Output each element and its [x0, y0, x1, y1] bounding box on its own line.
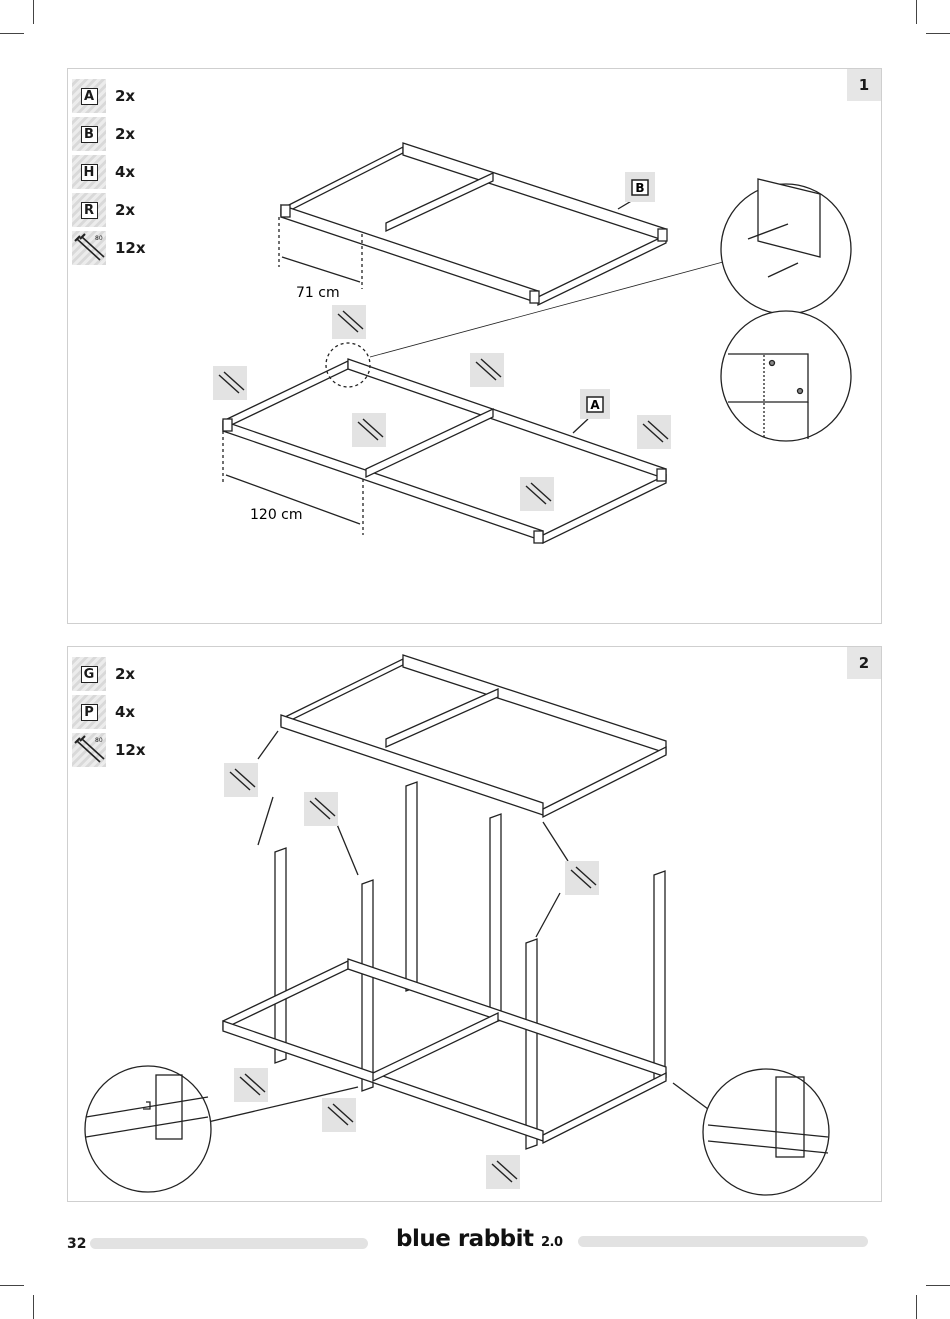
part-icon: G — [72, 657, 106, 691]
screw-callout — [486, 1155, 520, 1189]
parts-list: A 2x B 2x H 4x R 2x 80 12x — [72, 77, 146, 267]
screw-callout — [565, 861, 599, 895]
screw-icon: 80 — [72, 231, 106, 265]
part-icon: P — [72, 695, 106, 729]
part-quantity: 2x — [115, 125, 136, 143]
crop-mark — [33, 1295, 34, 1319]
legs-drawing — [274, 781, 666, 1150]
part-label-a-text: A — [590, 398, 600, 412]
part-letter: P — [80, 703, 98, 721]
part-row: 80 12x — [72, 731, 146, 769]
bottom-frame-drawing — [222, 958, 667, 1145]
screw-size: 80 — [95, 737, 103, 744]
part-row: H 4x — [72, 153, 146, 191]
crop-mark — [926, 1285, 950, 1286]
screw-callout — [520, 477, 554, 511]
screw-callout — [213, 366, 247, 400]
part-quantity: 2x — [115, 201, 136, 219]
part-quantity: 2x — [115, 87, 136, 105]
top-frame-drawing — [280, 654, 667, 819]
part-quantity: 4x — [115, 703, 136, 721]
crop-mark — [926, 33, 950, 34]
part-row: 80 12x — [72, 229, 146, 267]
part-icon: B — [72, 117, 106, 151]
part-row: R 2x — [72, 191, 146, 229]
length-dimension: 120 cm — [250, 507, 303, 523]
part-icon: A — [72, 79, 106, 113]
part-label-b-text: B — [635, 181, 644, 195]
upper-frame-drawing — [280, 142, 668, 307]
part-label-b: B — [625, 172, 655, 202]
footer-bar-right — [578, 1236, 868, 1247]
screw-callout — [637, 415, 671, 449]
part-row: P 4x — [72, 693, 146, 731]
screw-icon: 80 — [72, 733, 106, 767]
part-letter: G — [80, 665, 98, 683]
part-row: G 2x — [72, 655, 146, 693]
step-2-diagram — [84, 654, 830, 1196]
screw-callout — [332, 305, 366, 339]
lower-frame-drawing — [222, 358, 667, 545]
footer-bar-left — [90, 1238, 368, 1249]
part-row: B 2x — [72, 115, 146, 153]
part-row: A 2x — [72, 77, 146, 115]
brand-logo: blue rabbit 2.0 — [396, 1226, 563, 1252]
part-label-a: A — [580, 389, 610, 419]
screw-callout — [352, 413, 386, 447]
screw-size: 80 — [95, 235, 103, 242]
crop-mark — [0, 1285, 24, 1286]
width-dimension: 71 cm — [296, 285, 340, 301]
part-letter: B — [80, 125, 98, 143]
part-icon: R — [72, 193, 106, 227]
step-number: 1 — [847, 69, 881, 101]
screw-callout — [470, 353, 504, 387]
crop-mark — [916, 0, 917, 24]
screw-callout — [304, 792, 338, 826]
step-number: 2 — [847, 647, 881, 679]
screw-callout — [234, 1068, 268, 1102]
screw-callout — [224, 763, 258, 797]
part-quantity: 4x — [115, 163, 136, 181]
step-1-panel: 1 A 2x B 2x H 4x R 2x 80 12x — [67, 68, 882, 624]
parts-list: G 2x P 4x 80 12x — [72, 655, 146, 769]
step-2-panel: 2 G 2x P 4x 80 12x — [67, 646, 882, 1202]
screw-quantity: 12x — [115, 239, 146, 257]
screw-callout — [322, 1098, 356, 1132]
part-letter: A — [80, 87, 98, 105]
brand-version: 2.0 — [541, 1235, 563, 1250]
brand-name: blue rabbit — [396, 1226, 534, 1252]
part-letter: R — [80, 201, 98, 219]
part-letter: H — [80, 163, 98, 181]
part-icon: H — [72, 155, 106, 189]
crop-mark — [916, 1295, 917, 1319]
crop-mark — [33, 0, 34, 24]
step-1-diagram: B A 71 cm 120 cm — [213, 142, 852, 545]
crop-mark — [0, 33, 24, 34]
part-quantity: 2x — [115, 665, 136, 683]
screw-quantity: 12x — [115, 741, 146, 759]
page-number: 32 — [67, 1236, 87, 1252]
